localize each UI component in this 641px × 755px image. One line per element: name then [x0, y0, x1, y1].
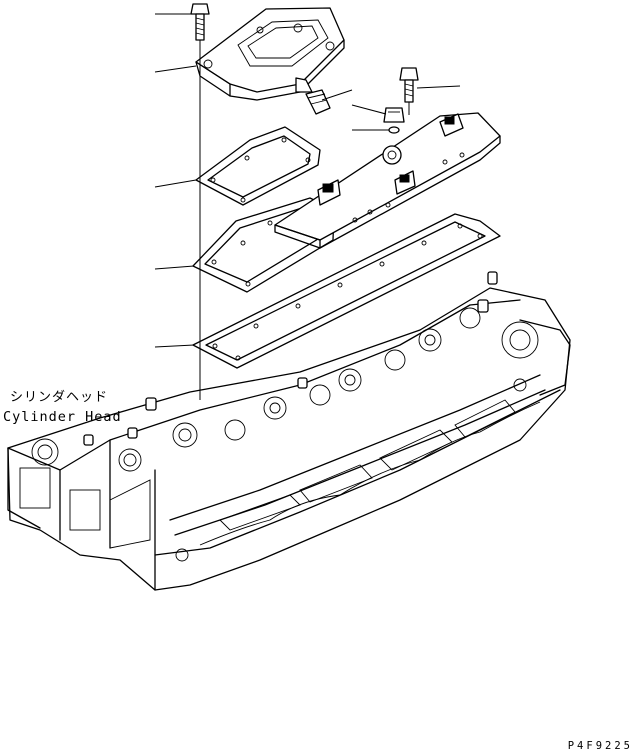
- breather-body: [195, 7, 345, 115]
- bolt-head-cover: [399, 67, 419, 103]
- head-cover-gasket-lower: [192, 213, 501, 369]
- cylinder-head: [7, 271, 571, 591]
- bolt-breather: [190, 3, 210, 41]
- cylinder-head-label-en: Cylinder Head: [3, 409, 122, 425]
- callout-leaders: [154, 13, 461, 348]
- cap-nut: [383, 107, 405, 123]
- cylinder-head-label-jp: シリンダヘッド: [10, 390, 109, 405]
- breather-gasket: [195, 126, 321, 206]
- figure-code: P4F9225: [567, 740, 633, 752]
- head-cover: [274, 112, 501, 249]
- seal-washer: [388, 126, 400, 134]
